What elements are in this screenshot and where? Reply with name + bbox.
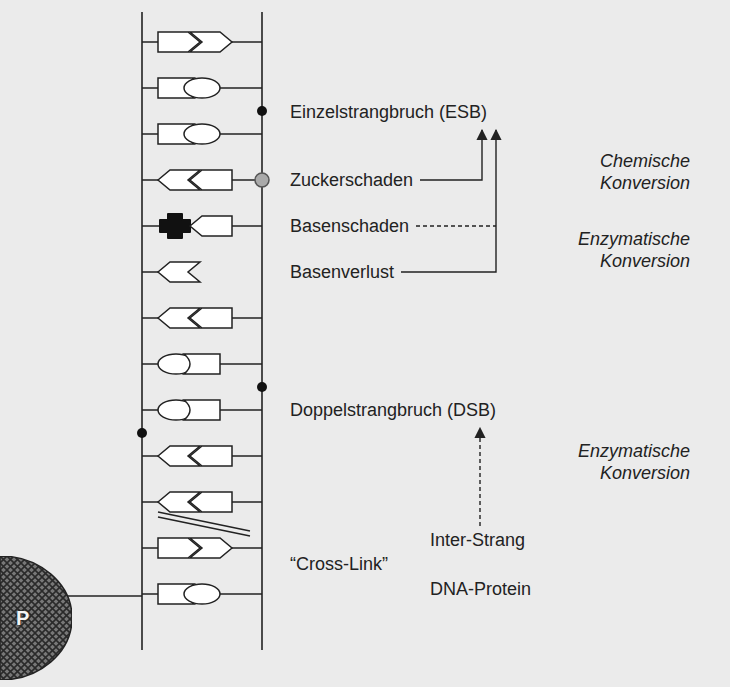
protein-shape: P xyxy=(0,556,72,680)
sugar-damage-dot xyxy=(255,173,269,187)
protein-outline xyxy=(0,556,72,680)
strand-break-dot xyxy=(257,106,267,116)
strand-break-dot xyxy=(137,428,147,438)
base-symbol xyxy=(190,170,232,190)
conversion-arrow xyxy=(420,130,482,180)
base-symbol xyxy=(190,216,232,236)
base-symbol xyxy=(184,124,220,144)
base-symbol xyxy=(184,584,220,604)
process-note: Chemische Konversion xyxy=(560,150,690,194)
protein-half-ellipse xyxy=(0,556,72,680)
damage-label: Inter-Strang xyxy=(430,529,525,551)
base-symbol xyxy=(158,262,200,282)
conversion-arrow xyxy=(479,428,480,526)
process-note: Enzymatische Konversion xyxy=(560,440,690,484)
backbone-strand xyxy=(141,12,143,650)
protein-letter: P xyxy=(16,607,29,630)
base-symbol xyxy=(184,78,220,98)
base-symbol xyxy=(190,492,232,512)
base-symbol xyxy=(184,354,220,374)
damage-label: Doppelstrangbruch (DSB) xyxy=(290,399,496,421)
cross-link-line xyxy=(158,512,250,531)
base-symbol xyxy=(190,538,232,558)
damage-label: “Cross-Link” xyxy=(290,553,388,575)
strand-break-dot xyxy=(257,382,267,392)
conversion-arrow xyxy=(401,130,496,272)
protein-link-line xyxy=(66,595,142,597)
damage-label: DNA-Protein xyxy=(430,578,531,600)
damage-label: Basenschaden xyxy=(290,215,409,237)
base-symbol xyxy=(190,446,232,466)
cross-link-line xyxy=(158,517,250,536)
base-pair-rungs xyxy=(142,42,262,594)
damage-label: Zuckerschaden xyxy=(290,169,413,191)
conversion-dashed-line xyxy=(416,225,496,226)
damage-label: Basenverlust xyxy=(290,261,394,283)
base-symbol xyxy=(184,400,220,420)
damage-label: Einzelstrangbruch (ESB) xyxy=(290,101,487,123)
damaged-base xyxy=(160,214,190,238)
base-symbol xyxy=(190,32,232,52)
base-symbol xyxy=(190,308,232,328)
process-note: Enzymatische Konversion xyxy=(560,228,690,272)
